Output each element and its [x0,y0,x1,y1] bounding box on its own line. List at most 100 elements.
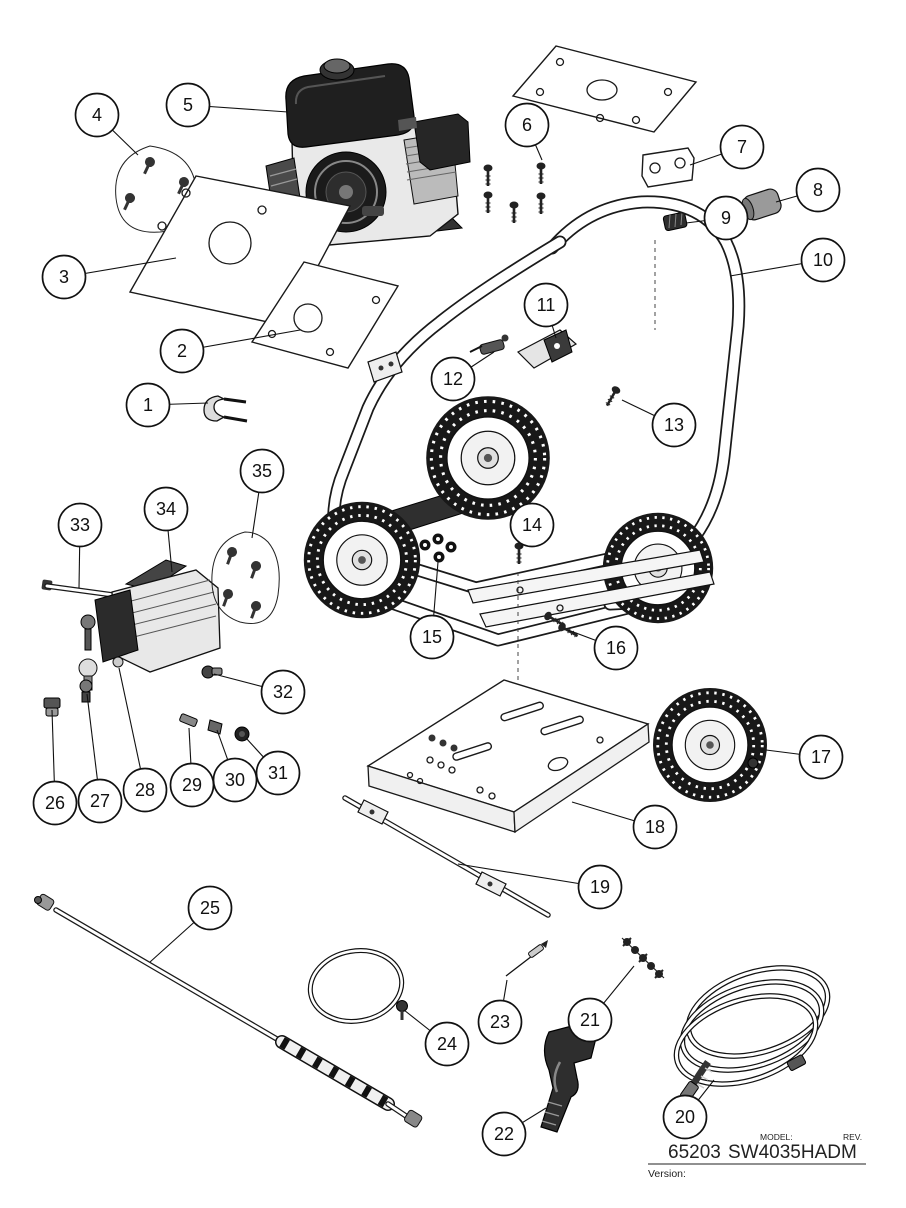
callout-number: 4 [92,105,102,125]
callout-number: 5 [183,95,193,115]
callout-26: 26 [32,709,78,826]
callout-32: 32 [213,669,306,715]
callout-number: 30 [225,770,245,790]
handle-top-plate [511,45,698,133]
callout-19: 19 [457,863,623,910]
callout-number: 17 [811,747,831,767]
callout-number: 3 [59,267,69,287]
elbow-fitting-30 [207,719,223,735]
callout-number: 19 [590,877,610,897]
detergent-hose-loop [307,948,408,1024]
engine-mount-screws [115,145,197,233]
callout-number: 28 [135,780,155,800]
tube-plug [662,211,688,232]
thermal-valve-27 [79,679,93,703]
callout-number: 27 [90,791,110,811]
nozzle-clip-strip [621,937,665,979]
callout-22: 22 [481,1107,547,1157]
wheel-spare [651,686,769,804]
callout-number: 24 [437,1034,457,1054]
callout-number: 23 [490,1012,510,1032]
callout-34: 34 [143,486,189,573]
callout-9: 9 [685,195,749,241]
callout-number: 26 [45,793,65,813]
callout-1: 1 [125,382,209,428]
callout-number: 18 [645,817,665,837]
pressure-hose [673,965,831,1102]
callout-2: 2 [159,328,301,374]
callout-number: 35 [252,461,272,481]
callout-4: 4 [74,92,139,156]
callout-number: 2 [177,341,187,361]
part-number: 65203 [668,1142,721,1163]
axle-rod [342,795,551,918]
callout-number: 16 [606,638,626,658]
handle-bolts [482,161,547,225]
pump-bolts-35 [211,531,280,624]
callout-23: 23 [477,979,523,1045]
callout-number: 7 [737,137,747,157]
callout-number: 29 [182,775,202,795]
throttle-lever [469,334,509,355]
callout-31: 31 [245,737,301,796]
callout-number: 32 [273,682,293,702]
model-label: MODEL: [760,1132,793,1142]
pump-mounting-rails [467,549,715,628]
hex-plug-31 [234,726,250,742]
callout-25: 25 [149,885,233,963]
callout-10: 10 [729,237,846,283]
callout-number: 20 [675,1107,695,1127]
callout-number: 9 [721,208,731,228]
callout-14: 14 [509,502,555,549]
callout-number: 12 [443,369,463,389]
pump-mounting-plate [250,261,400,369]
callout-number: 22 [494,1124,514,1144]
spacer-washers [419,533,457,563]
clamp-bracket [203,395,248,423]
callout-20: 20 [662,1079,715,1140]
callout-number: 13 [664,415,684,435]
wheel-left [302,500,422,620]
pump-port-28 [112,656,124,668]
model-code: SW4035HADM [728,1142,857,1163]
frame-side-bracket [367,351,403,383]
callout-30: 30 [212,729,258,803]
callout-number: 14 [522,515,542,535]
callout-number: 6 [522,115,532,135]
frame-bolt-13 [601,383,623,410]
callout-7: 7 [689,124,765,170]
callout-number: 8 [813,180,823,200]
callout-18: 18 [571,801,678,850]
callout-13: 13 [621,399,697,448]
callout-11: 11 [523,282,569,339]
base-plate [366,679,650,834]
callout-number: 31 [268,763,288,783]
rev-label: REV. [843,1132,862,1142]
callout-3: 3 [41,254,177,300]
callout-24: 24 [403,1009,470,1067]
callout-number: 25 [200,898,220,918]
callout-15: 15 [409,561,455,660]
pump-assembly [78,559,221,691]
handle-bracket [641,147,695,188]
callout-number: 21 [580,1010,600,1030]
callout-33: 33 [57,502,103,589]
callout-number: 10 [813,250,833,270]
nipple-fitting-29 [179,713,198,727]
callout-27: 27 [77,693,123,824]
title-block: MODEL: REV. 65203 SW4035HADM Version: [648,1132,866,1180]
callout-28: 28 [118,667,168,813]
callout-8: 8 [775,167,841,213]
callout-5: 5 [165,82,289,128]
callout-number: 33 [70,515,90,535]
callout-35: 35 [239,448,285,539]
callout-17: 17 [765,734,844,780]
spray-lance [34,893,423,1128]
callout-12: 12 [430,351,495,402]
wheel-center [424,394,552,522]
callout-number: 1 [143,395,153,415]
handle-latch-bracket [543,329,573,363]
